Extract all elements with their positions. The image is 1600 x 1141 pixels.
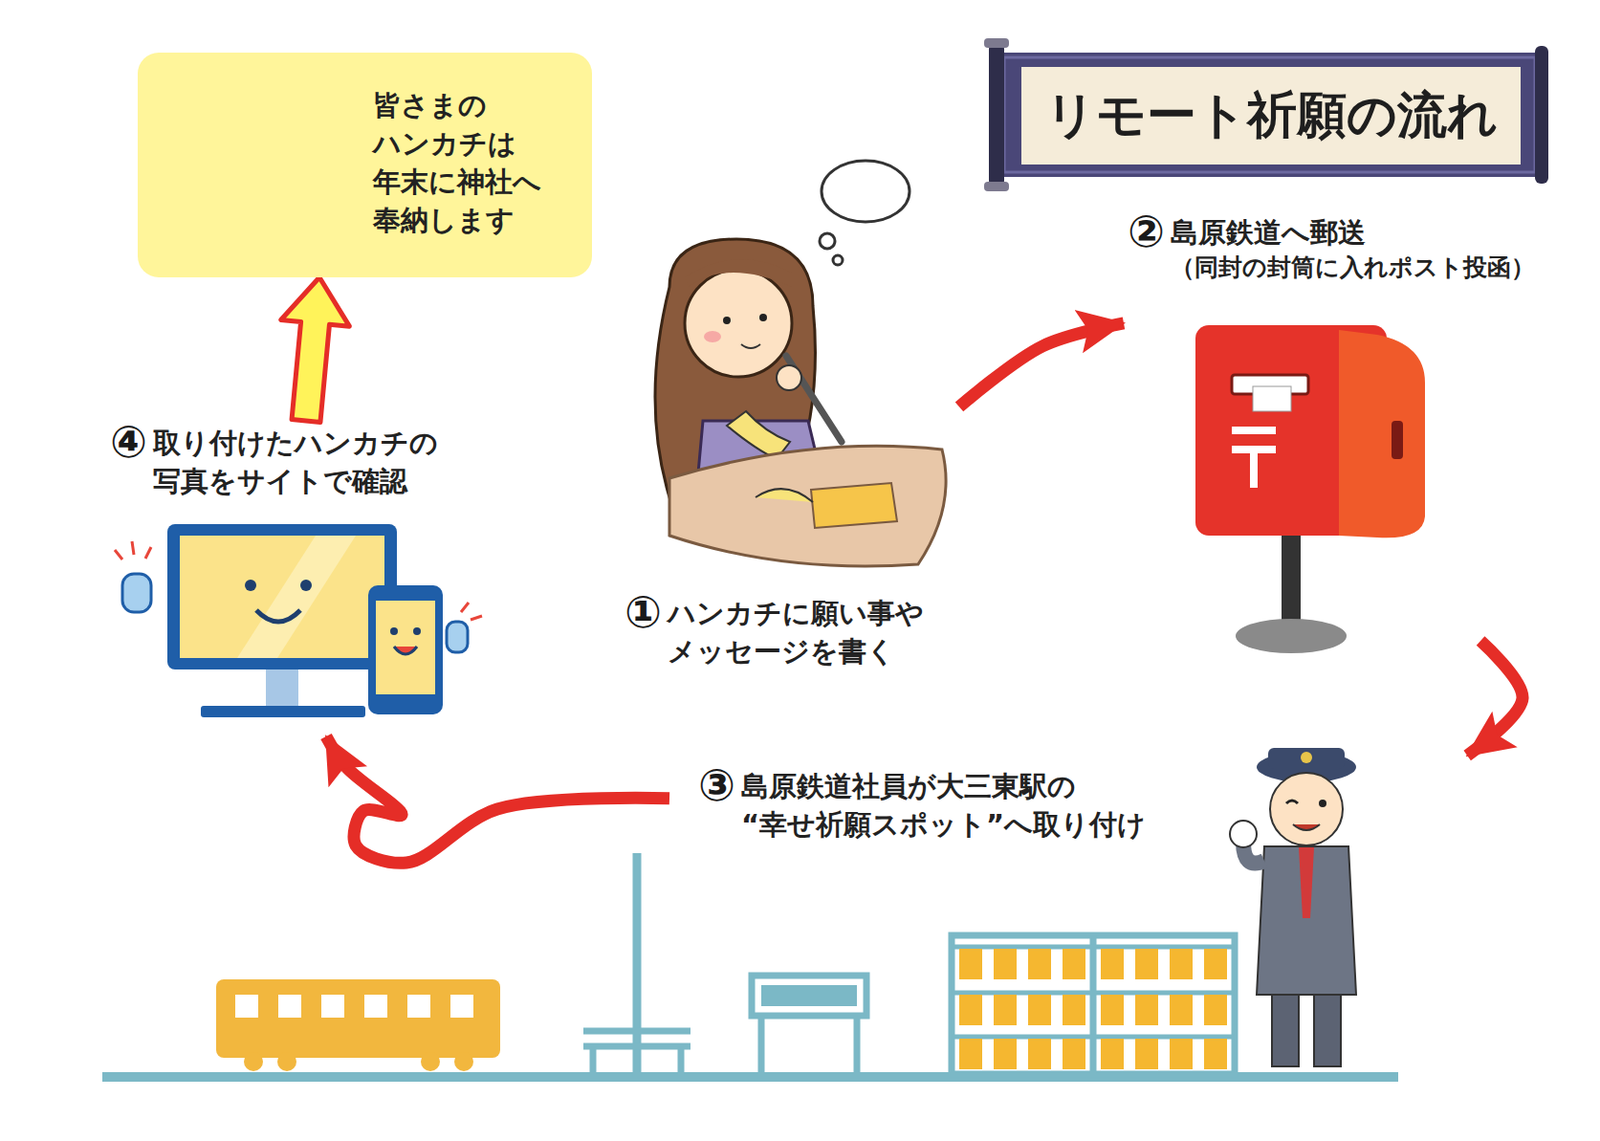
railway-staff <box>1229 747 1357 1067</box>
step-number: ④ <box>109 419 148 464</box>
step-group: ④取り付けたハンカチの 写真をサイトで確認 <box>105 420 507 737</box>
text-row: 皆さまの ハンカチは 年末に神社へ 奉納します <box>372 86 546 240</box>
step-text: 島原鉄道へ郵送 <box>1170 213 1535 252</box>
step-note: （同封の封筒に入れポスト投函） <box>1170 251 1535 285</box>
step-number: ① <box>624 590 662 635</box>
step-text: 取り付けたハンカチの 写真をサイトで確認 <box>153 423 441 501</box>
flow-arrow <box>326 736 670 863</box>
text-column: 皆さまの ハンカチは 年末に神社へ 奉納します <box>372 86 546 240</box>
station-scene <box>102 853 1399 1077</box>
step-group: ③島原鉄道社員が大三東駅の “幸せ祈願スポット”へ取り付け <box>669 755 1492 1086</box>
girl-writing <box>655 160 946 567</box>
step-number: ③ <box>698 763 736 808</box>
text-column: ハンカチに願い事や メッセージを書く <box>667 593 927 671</box>
flow-arrow <box>1467 640 1523 756</box>
step-group: ②島原鉄道へ郵送（同封の封筒に入れポスト投函） <box>1123 205 1559 641</box>
diagram-title: リモート祈願の流れ <box>1045 82 1498 150</box>
title-scroll <box>984 38 1549 192</box>
text-column: 島原鉄道社員が大三東駅の “幸せ祈願スポット”へ取り付け <box>741 767 1150 844</box>
step-number: ② <box>1127 209 1165 254</box>
info-box: 皆さまの ハンカチは 年末に神社へ 奉納します <box>137 52 592 278</box>
flow-arrow <box>959 323 1124 408</box>
text-row: ①ハンカチに願い事や メッセージを書く <box>624 593 927 671</box>
text-row: ③島原鉄道社員が大三東駅の “幸せ祈願スポット”へ取り付け <box>698 767 1150 844</box>
post-box <box>1195 325 1425 654</box>
step-text: ハンカチに願い事や メッセージを書く <box>667 593 927 671</box>
text-column: 取り付けたハンカチの 写真をサイトで確認 <box>153 423 441 501</box>
computer-and-phone <box>114 524 483 718</box>
step-text: 皆さまの ハンカチは 年末に神社へ 奉納します <box>372 86 546 240</box>
text-row: ④取り付けたハンカチの 写真をサイトで確認 <box>109 423 441 501</box>
text-column: 島原鉄道へ郵送（同封の封筒に入れポスト投函） <box>1170 213 1535 285</box>
step-text: 島原鉄道社員が大三東駅の “幸せ祈願スポット”へ取り付け <box>741 767 1150 844</box>
text-row: ②島原鉄道へ郵送（同封の封筒に入れポスト投函） <box>1127 213 1535 285</box>
step-group: ①ハンカチに願い事や メッセージを書く <box>624 163 960 671</box>
block-arrow <box>281 277 351 422</box>
